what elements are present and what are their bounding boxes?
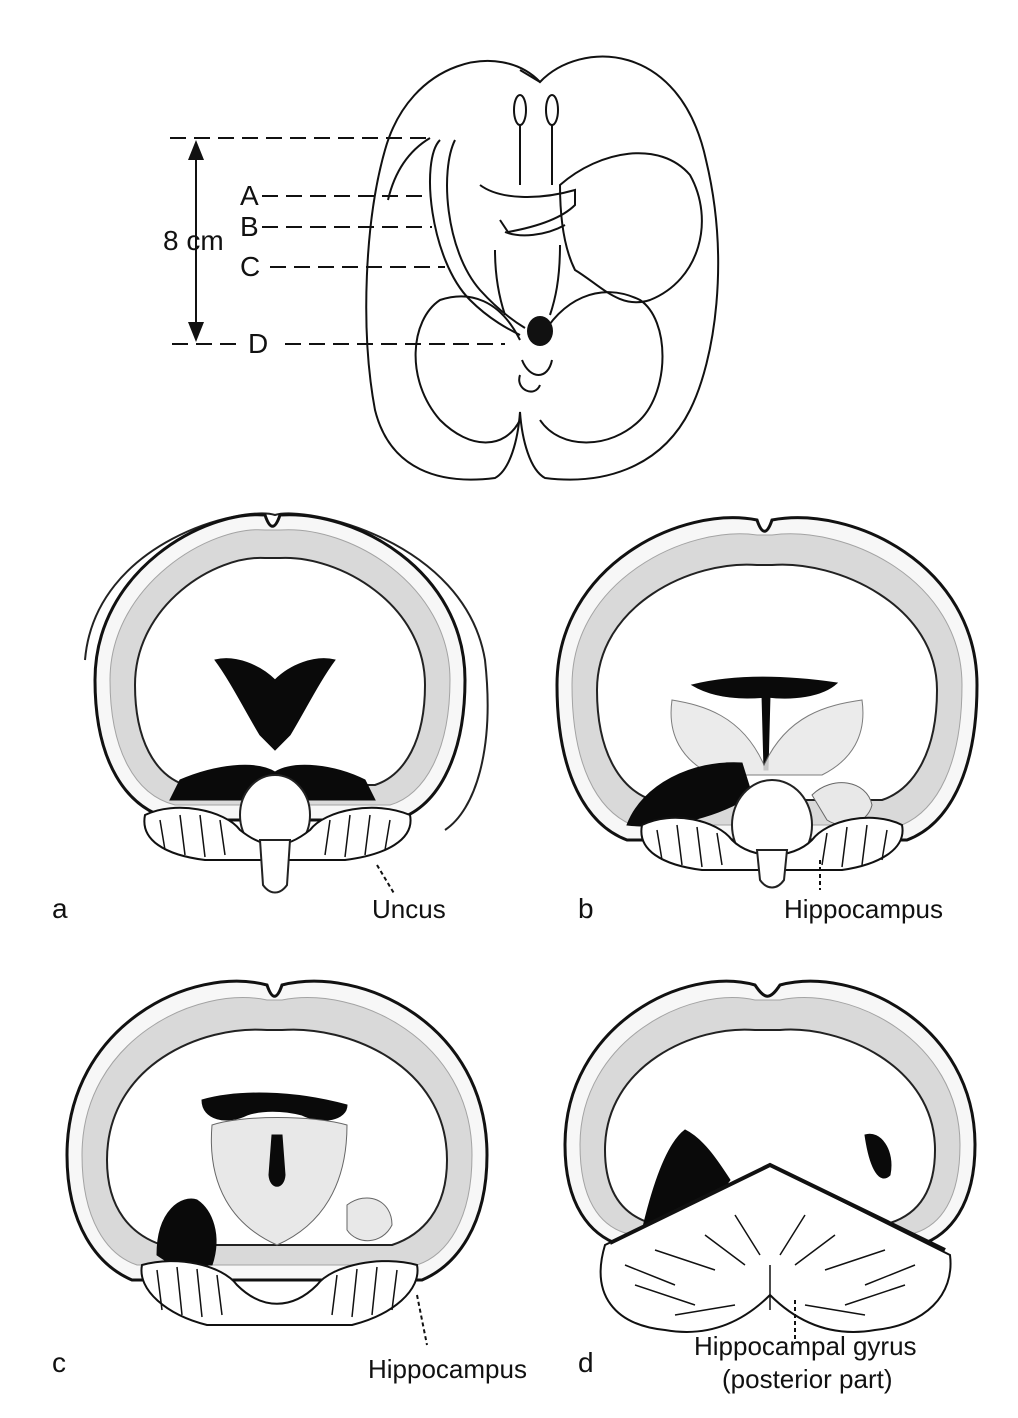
section-c-corpus-callosum bbox=[201, 1092, 348, 1121]
longitudinal-fissure-top bbox=[519, 69, 541, 83]
panel-label-d-line1: Hippocampal gyrus bbox=[694, 1331, 917, 1361]
lesion-dot bbox=[527, 316, 553, 346]
section-b-pons bbox=[755, 849, 789, 889]
panel-letter-b: b bbox=[578, 893, 594, 924]
panel-label-c: Hippocampus bbox=[368, 1354, 527, 1384]
level-label-a: A bbox=[240, 180, 259, 211]
section-d-occipital-horn-left bbox=[639, 1129, 731, 1241]
inferior-brain-diagram: 8 cm A B C D bbox=[163, 55, 720, 481]
left-frontal-curve bbox=[387, 137, 431, 201]
left-hippocampal-tract bbox=[429, 139, 521, 336]
coronal-section-a bbox=[84, 512, 489, 896]
section-a-hatching bbox=[159, 814, 391, 858]
panel-letter-d: d bbox=[578, 1347, 594, 1378]
coronal-section-b bbox=[555, 516, 979, 890]
cerebrum-outline bbox=[365, 55, 720, 481]
panel-letter-a: a bbox=[52, 893, 68, 924]
scale-arrow-head-bottom bbox=[188, 322, 204, 342]
olfactory-bulb-right bbox=[545, 94, 559, 126]
section-c-hippocampus bbox=[346, 1197, 393, 1242]
panel-label-a: Uncus bbox=[372, 894, 446, 924]
section-c-hatching bbox=[156, 1266, 398, 1318]
section-d-cerebellum-folia bbox=[624, 1214, 916, 1316]
coronal-section-d bbox=[563, 979, 977, 1343]
section-a-ventricle bbox=[214, 658, 336, 751]
panel-label-d-line2: (posterior part) bbox=[722, 1364, 893, 1394]
section-c-cerebellum bbox=[140, 1260, 419, 1326]
panel-label-b: Hippocampus bbox=[784, 894, 943, 924]
section-b-corpus-callosum bbox=[690, 676, 839, 699]
medulla bbox=[518, 359, 553, 393]
scale-arrow-head-top bbox=[188, 140, 204, 160]
optic-chiasm bbox=[479, 184, 576, 234]
level-label-d: D bbox=[248, 328, 268, 359]
olfactory-bulb-left bbox=[513, 94, 527, 126]
section-a-cerebellum bbox=[143, 806, 412, 861]
section-d-occipital-horn-right bbox=[864, 1133, 892, 1179]
section-d-tentorium bbox=[609, 1162, 946, 1252]
scale-label: 8 cm bbox=[163, 225, 224, 256]
section-b-hatching bbox=[656, 824, 888, 868]
left-hippocampal-tract-inner bbox=[446, 139, 526, 329]
brainstem bbox=[494, 244, 561, 316]
level-label-c: C bbox=[240, 251, 260, 282]
section-b-cerebellum bbox=[640, 816, 904, 871]
panel-letter-c: c bbox=[52, 1347, 66, 1378]
right-temporal-lobe bbox=[558, 152, 703, 304]
level-label-b: B bbox=[240, 211, 259, 242]
optic-chiasm-inner bbox=[504, 224, 566, 237]
cerebellum-left bbox=[414, 295, 521, 444]
section-c-lateral-ventricle-left bbox=[156, 1198, 217, 1266]
section-c-third-ventricle bbox=[268, 1134, 286, 1187]
section-a-uncus-pointer bbox=[376, 864, 396, 896]
section-a-pons bbox=[258, 839, 292, 894]
coronal-section-c bbox=[65, 979, 489, 1346]
section-b-basal-ganglia bbox=[670, 699, 864, 776]
cerebellum-right bbox=[539, 291, 664, 444]
section-a-white-matter bbox=[133, 556, 427, 786]
section-c-hippocampus-pointer bbox=[416, 1294, 428, 1346]
